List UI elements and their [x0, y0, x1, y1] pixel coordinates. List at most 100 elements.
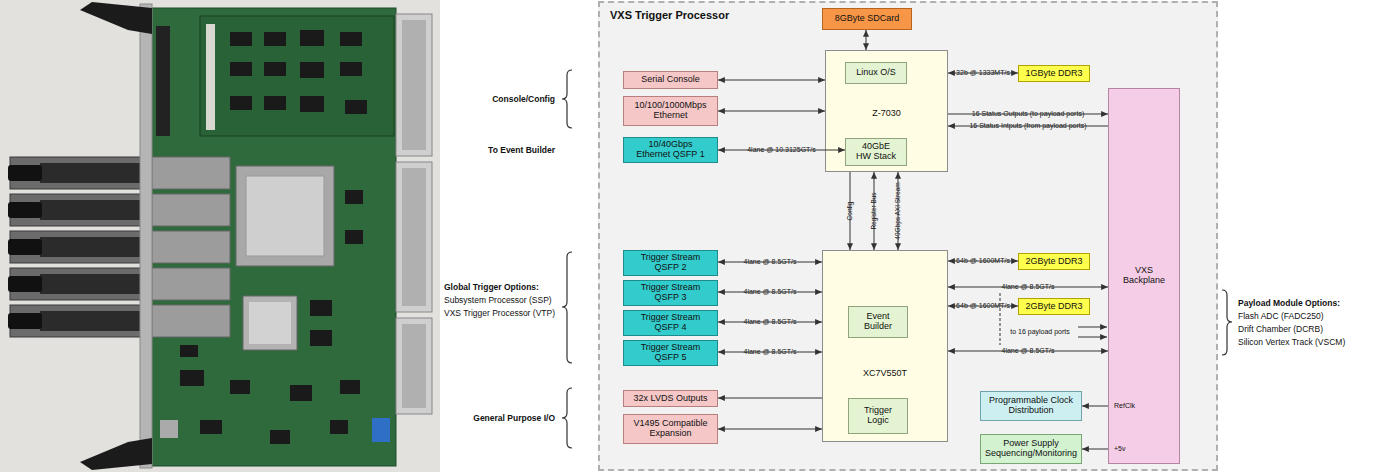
board-photo — [249, 302, 291, 344]
label-holder: Trigger Stream QSFP 4 — [624, 311, 717, 335]
annotation: To Event Builder — [488, 145, 555, 155]
memory-box: 2GByte DDR3 — [1018, 298, 1090, 315]
label-holder: Power Supply Sequencing/Monitoring — [981, 435, 1081, 463]
board-photo — [345, 190, 363, 204]
connector-label: +5v — [1112, 445, 1127, 453]
interface-box: V1495 Compatible Expansion — [623, 414, 718, 444]
label-anchor: General Purpose I/O — [473, 413, 555, 423]
function-box: Linux O/S — [845, 62, 907, 84]
board-photo — [80, 2, 152, 34]
fpga-box: Event BuilderTrigger Logic XC7V550T — [822, 250, 948, 442]
connector — [718, 352, 822, 353]
label-holder: Trigger Logic — [849, 399, 907, 433]
label-anchor: Flash ADC (FADC250) — [1238, 311, 1324, 321]
box-label: 8GByte SDCard — [835, 14, 900, 24]
label-holder: 32x LVDS Outputs — [624, 391, 717, 406]
label-holder: 2GByte DDR3 — [1019, 254, 1089, 269]
qsfp-cage — [152, 194, 230, 226]
label-holder: Trigger Stream QSFP 3 — [624, 281, 717, 305]
board-photo — [340, 380, 360, 394]
board-photo — [160, 420, 178, 438]
board-photo — [396, 14, 432, 156]
connector — [718, 111, 825, 112]
board-photo — [236, 166, 334, 266]
board-photo — [340, 32, 362, 46]
board-photo — [150, 8, 396, 466]
qsfp-cage — [8, 165, 42, 181]
connector — [718, 80, 825, 81]
label-holder: 40GbE HW Stack — [846, 139, 906, 165]
board-photo — [230, 62, 252, 76]
box-label: 2GByte DDR3 — [1025, 302, 1082, 312]
board-photo — [246, 176, 324, 256]
label-anchor: Global Trigger Options: — [444, 282, 539, 292]
box-label: Trigger Logic — [857, 406, 899, 426]
interface-box: Serial Console — [623, 71, 718, 89]
annotation: to 16 payload ports — [1010, 328, 1070, 336]
annotation: Subsystem Processor (SSP) — [444, 295, 552, 305]
connector — [948, 261, 1018, 262]
board-photo — [345, 100, 367, 114]
qsfp-cage — [8, 202, 42, 218]
qsfp-box: Trigger Stream QSFP 3 — [623, 280, 718, 306]
board-photo — [206, 24, 215, 130]
qsfp-box: Trigger Stream QSFP 4 — [623, 310, 718, 336]
board-photo — [300, 96, 324, 112]
label-holder: 10/100/1000Mbps Ethernet — [624, 97, 717, 125]
function-box: 40GbE HW Stack — [845, 138, 907, 166]
label-anchor: Drift Chamber (DCRB) — [1238, 324, 1323, 334]
box-label: Trigger Stream QSFP 5 — [636, 343, 706, 363]
connector — [718, 398, 822, 399]
connector — [948, 306, 1018, 307]
connector — [718, 292, 822, 293]
memory-box: 2GByte DDR3 — [1018, 253, 1090, 270]
board-photo — [180, 370, 204, 386]
box-label: 10/100/1000Mbps Ethernet — [631, 101, 711, 121]
connector — [948, 114, 1108, 115]
label-anchor: To Event Builder — [488, 145, 555, 155]
qsfp-box: Trigger Stream QSFP 5 — [623, 340, 718, 366]
qsfp-cage — [152, 157, 230, 189]
label-holder: Programmable Clock Distribution — [981, 392, 1081, 420]
payload-fanout — [1078, 327, 1107, 328]
box-label: 2GByte DDR3 — [1025, 257, 1082, 267]
memory-box: 1GByte DDR3 — [1018, 65, 1090, 82]
box-label: Z-7030 — [872, 109, 901, 119]
board-photo — [340, 62, 362, 76]
box-label: XC7V550T — [863, 369, 907, 379]
payload-fanout — [1078, 337, 1107, 338]
connector — [948, 351, 1108, 352]
label-anchor: Payload Module Options: — [1238, 298, 1340, 308]
connector — [850, 172, 851, 250]
label-anchor: to 16 payload ports — [1010, 328, 1070, 336]
label-anchor: Console/Config — [492, 94, 555, 104]
box-label: Trigger Stream QSFP 3 — [636, 283, 706, 303]
function-box: Trigger Logic — [848, 398, 908, 434]
board-photo — [140, 4, 152, 468]
qsfp-cage — [8, 239, 42, 255]
label-anchor: RefClk — [1112, 402, 1137, 410]
board-photo — [80, 438, 152, 470]
annotation: Silicon Vertex Track (VSCM) — [1238, 337, 1345, 347]
box-label: Trigger Stream QSFP 4 — [636, 313, 706, 333]
qsfp-cage — [152, 305, 230, 337]
bracket — [562, 252, 572, 363]
box-label: Trigger Stream QSFP 2 — [636, 253, 706, 273]
box-label: 10/40Gbps Ethernet QSFP 1 — [631, 140, 711, 160]
label-holder: V1495 Compatible Expansion — [624, 415, 717, 443]
qsfp-cage — [40, 200, 140, 220]
annotation: Console/Config — [492, 94, 555, 104]
board-photo — [310, 300, 332, 316]
connector — [718, 150, 845, 151]
connector — [898, 172, 899, 250]
storage-box: 8GByte SDCard — [822, 8, 912, 30]
qsfp-cage — [8, 276, 42, 292]
board-photo — [243, 296, 297, 350]
box-label: Linux O/S — [856, 68, 896, 78]
qsfp-cage — [40, 163, 140, 183]
label-holder: Trigger Stream QSFP 5 — [624, 341, 717, 365]
label-holder: Event Builder — [849, 307, 907, 337]
annotation: Payload Module Options: — [1238, 298, 1340, 308]
annotation: Global Trigger Options: — [444, 282, 539, 292]
label-anchor: VXS Trigger Processor (VTP) — [444, 308, 555, 318]
